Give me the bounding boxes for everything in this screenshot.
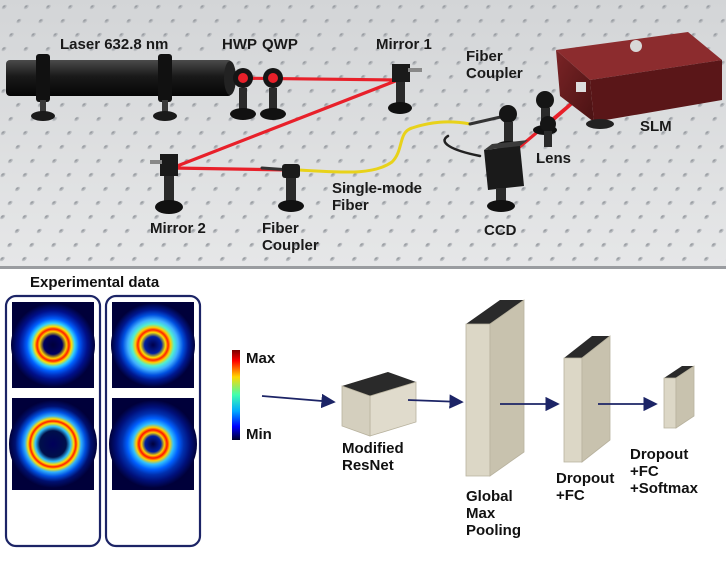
label-slm: SLM (640, 118, 672, 135)
label-experimental-data: Experimental data (30, 274, 160, 291)
modified-resnet-block (341, 372, 417, 437)
fiber-coupler-bottom (278, 164, 304, 212)
dropout-fc-softmax-block (663, 365, 695, 429)
label-dropout-fc: Dropout +FC (556, 470, 615, 504)
lens-mount (540, 116, 556, 147)
label-fiber-coupler-top: Fiber Coupler (466, 48, 523, 82)
label-fiber-coupler-bottom: Fiber Coupler (262, 220, 319, 254)
label-qwp: QWP (262, 36, 298, 53)
label-dropout-fc-softmax: Dropout +FC +Softmax (630, 446, 698, 497)
mirror-2-mount (150, 154, 183, 214)
laser-device (6, 54, 236, 121)
label-laser: Laser 632.8 nm (60, 36, 169, 53)
label-mirror-2: Mirror 2 (150, 220, 206, 237)
label-mirror-1: Mirror 1 (376, 36, 432, 53)
ccd-camera (484, 140, 528, 212)
label-colorbar-max: Max (246, 350, 276, 367)
label-global-max-pooling: Global Max Pooling (466, 488, 521, 539)
label-hwp: HWP (222, 36, 257, 53)
flow-arrows (261, 393, 658, 412)
mirror-1-mount (388, 64, 422, 114)
label-modified-resnet: Modified ResNet (342, 440, 404, 474)
label-ccd: CCD (484, 222, 517, 239)
hwp-mount (230, 68, 256, 120)
experimental-data-panel (4, 294, 202, 548)
label-lens: Lens (536, 150, 572, 167)
global-max-pooling-block (465, 299, 525, 477)
label-single-mode-fiber: Single-mode Fiber (332, 180, 423, 214)
colorbar (232, 350, 240, 440)
slm-device (556, 32, 722, 129)
dropout-fc-block (563, 335, 611, 463)
qwp-mount (260, 68, 286, 120)
label-colorbar-min: Min (246, 426, 272, 443)
